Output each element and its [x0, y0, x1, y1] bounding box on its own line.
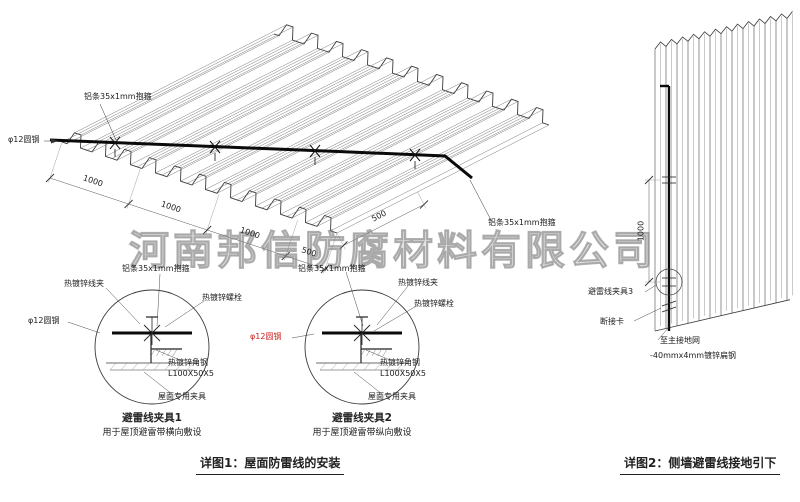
d1-title: 避雷线夹具1 — [122, 412, 182, 424]
d2-subtitle: 用于屋顶避雷带纵向敷设 — [312, 428, 412, 438]
d1-label-fixture: 屋面专用夹具 — [158, 392, 206, 401]
label-flat-steel: -40mmx4mm镀锌扁钢 — [650, 351, 737, 360]
d1-label-angle: 热镀锌角钢 — [168, 358, 208, 367]
d1-label-round: φ12圆钢 — [28, 316, 60, 325]
caption-detail-1: 详图1：屋面防雷线的安装 — [196, 454, 345, 475]
watermark: 河南邦信防腐材料有限公司 — [129, 228, 657, 275]
d2-label-bolt: 热镀锌螺栓 — [414, 299, 454, 308]
d2-label-round: φ12圆钢 — [250, 332, 282, 341]
label-strip-right: 铝条35x1mm抱箍 — [488, 218, 556, 227]
d2-title: 避雷线夹具2 — [332, 412, 392, 424]
d2-label-strip: 铝条35x1mm抱箍 — [298, 264, 366, 273]
d2-label-angle: 热镀锌角钢 — [380, 358, 420, 367]
d1-subtitle: 用于屋顶避雷带横向敷设 — [102, 428, 202, 438]
label-round-steel-main: φ12圆钢 — [8, 135, 40, 144]
d1-label-strip: 铝条35x1mm抱箍 — [122, 264, 190, 273]
d2-label-fixture: 屋面专用夹具 — [368, 392, 416, 401]
label-ground-net: 至主接地网 — [660, 336, 700, 345]
d1-label-clip: 热镀锌线夹 — [64, 279, 104, 288]
d2-label-angle-spec: L100X50X5 — [380, 369, 426, 378]
caption-detail-2: 详图2：侧墙避雷线接地引下 — [620, 454, 781, 475]
wall-dim-1000: 1000 — [636, 220, 646, 242]
label-strip-top: 铝条35x1mm抱箍 — [84, 92, 152, 101]
label-disconnect: 断接卡 — [600, 317, 624, 326]
d1-label-bolt: 热镀锌螺栓 — [202, 293, 242, 302]
label-clamp-3: 避雷线夹具3 — [588, 287, 634, 296]
d1-label-angle-spec: L100X50X5 — [168, 369, 214, 378]
d2-label-clip: 热镀锌线夹 — [398, 278, 438, 287]
